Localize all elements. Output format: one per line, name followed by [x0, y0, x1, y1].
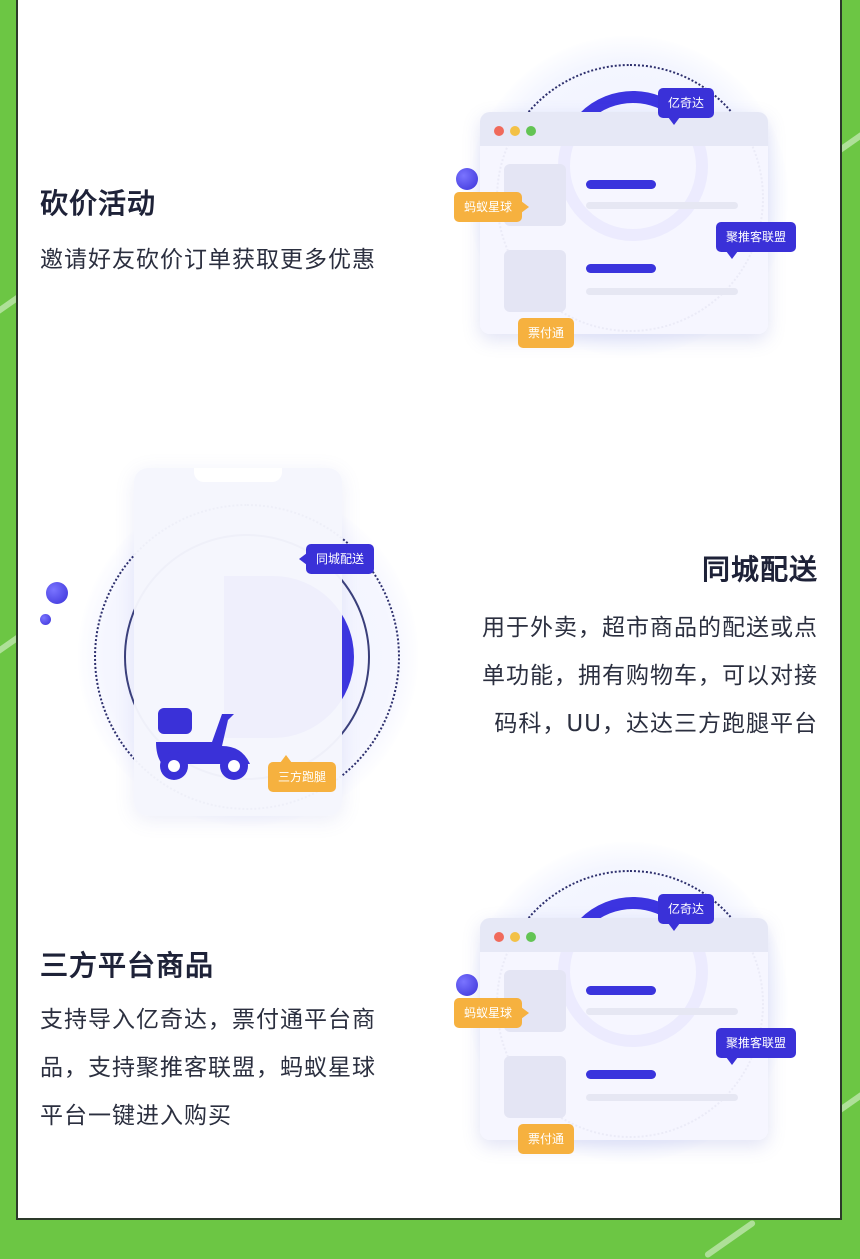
section-bargain: 砍价活动 邀请好友砍价订单获取更多优惠 亿奇达: [18, 0, 840, 416]
tag-local-delivery: 同城配送: [298, 544, 375, 574]
description-line: 用于外卖，超市商品的配送或点: [482, 615, 818, 641]
background-stripe: [703, 1219, 757, 1259]
text-placeholder: [586, 1070, 656, 1079]
minimize-dot-icon: [510, 932, 520, 942]
tag-yiqida: 亿奇达: [658, 894, 715, 931]
tag-piaofutong: 票付通: [518, 318, 575, 348]
browser-titlebar: [480, 918, 768, 952]
description-line: 码科，UU，达达三方跑腿平台: [494, 711, 818, 737]
tag-jutuike: 聚推客联盟: [716, 222, 797, 259]
maximize-dot-icon: [526, 126, 536, 136]
section-description: 用于外卖，超市商品的配送或点 单功能，拥有购物车，可以对接 码科，UU，达达三方…: [482, 604, 818, 748]
description-line: 单功能，拥有购物车，可以对接: [482, 663, 818, 689]
tag-mayi-xingqiu: 蚂蚁星球: [454, 998, 530, 1028]
image-placeholder: [504, 250, 566, 312]
section-title: 同城配送: [701, 553, 818, 586]
text-placeholder: [586, 180, 656, 189]
scooter-icon: [156, 708, 250, 780]
minimize-dot-icon: [510, 126, 520, 136]
decor-ball: [456, 168, 478, 190]
text-placeholder: [586, 202, 738, 209]
tag-jutuike: 聚推客联盟: [716, 1028, 797, 1065]
text-placeholder: [586, 288, 738, 295]
description-line: 支持导入亿奇达，票付通平台商: [40, 1007, 376, 1033]
browser-titlebar: [480, 112, 768, 146]
decor-ball: [46, 582, 68, 604]
text-placeholder: [586, 986, 656, 995]
section-title: 砍价活动: [40, 187, 157, 220]
text-placeholder: [586, 1094, 738, 1101]
phone-illustration: 同城配送 三方跑腿: [38, 456, 418, 836]
feature-card: 砍价活动 邀请好友砍价订单获取更多优惠 亿奇达: [16, 0, 842, 1220]
phone-notch: [194, 468, 282, 482]
section-description: 邀请好友砍价订单获取更多优惠: [40, 236, 376, 284]
description-line: 邀请好友砍价订单获取更多优惠: [40, 247, 376, 273]
decor-ball: [456, 974, 478, 996]
close-dot-icon: [494, 932, 504, 942]
tag-piaofutong: 票付通: [518, 1124, 575, 1154]
tag-yiqida: 亿奇达: [658, 88, 715, 125]
decor-ball-small: [40, 614, 51, 625]
description-line: 品，支持聚推客联盟，蚂蚁星球: [40, 1055, 376, 1081]
close-dot-icon: [494, 126, 504, 136]
section-title: 三方平台商品: [40, 949, 215, 982]
tag-third-party-errand: 三方跑腿: [268, 755, 337, 792]
maximize-dot-icon: [526, 932, 536, 942]
text-placeholder: [586, 264, 656, 273]
text-placeholder: [586, 1008, 738, 1015]
browser-illustration: 亿奇达 蚂蚁星球 聚推客联盟 票付通: [438, 36, 818, 386]
image-placeholder: [504, 1056, 566, 1118]
tag-mayi-xingqiu: 蚂蚁星球: [454, 192, 530, 222]
section-description: 支持导入亿奇达，票付通平台商 品，支持聚推客联盟，蚂蚁星球 平台一键进入购买: [40, 996, 376, 1140]
description-line: 平台一键进入购买: [40, 1103, 232, 1129]
browser-illustration: 亿奇达 蚂蚁星球 聚推客联盟 票付通: [438, 842, 818, 1192]
